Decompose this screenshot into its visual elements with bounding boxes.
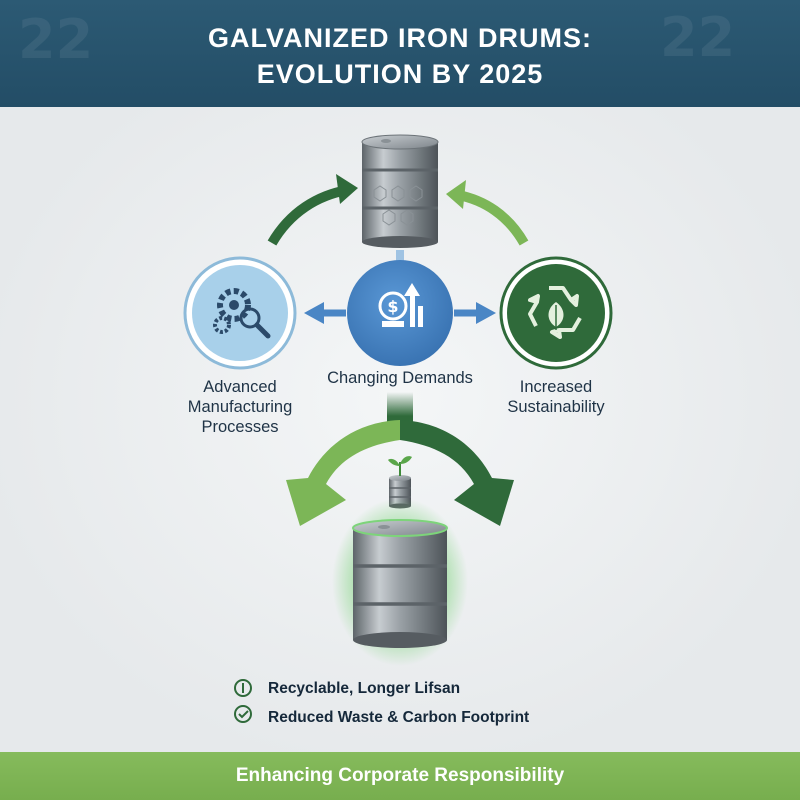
bullet-text: Recyclable, Longer Lifsan xyxy=(268,680,461,697)
title-line-2: EVOLUTION BY 2025 xyxy=(256,59,544,89)
arrow-left xyxy=(304,302,346,324)
dollar-growth-icon: $ xyxy=(347,260,453,366)
arrow-to-top-right xyxy=(446,180,529,246)
header-banner: 22 22 GALVANIZED IRON DRUMS: EVOLUTION B… xyxy=(0,0,800,107)
footer-text: Enhancing Corporate Responsibility xyxy=(235,765,565,786)
center-node-label: Changing Demands xyxy=(327,369,473,387)
connector-line xyxy=(396,250,404,266)
arrow-down-left xyxy=(286,420,400,526)
gear-magnifier-icon xyxy=(183,256,297,370)
background-decoration: 22 xyxy=(18,8,94,71)
title-line-1: GALVANIZED IRON DRUMS: xyxy=(208,23,592,53)
check-circle-icon xyxy=(234,705,252,723)
evolution-diagram: $ xyxy=(183,134,613,723)
circle-one-icon xyxy=(234,679,252,697)
list-item: Reduced Waste & Carbon Footprint xyxy=(234,705,529,731)
arrow-right xyxy=(454,302,496,324)
arrow-to-top-left xyxy=(267,174,358,246)
recycle-leaf-icon xyxy=(499,256,613,370)
svg-text:$: $ xyxy=(387,297,398,316)
page-title: GALVANIZED IRON DRUMS: EVOLUTION BY 2025 xyxy=(0,20,800,92)
glowing-drum-icon xyxy=(332,498,468,666)
benefit-list: Recyclable, Longer Lifsan Reduced Waste … xyxy=(234,676,529,734)
right-node-label: Increased Sustainability xyxy=(507,378,605,416)
footer-banner: Enhancing Corporate Responsibility xyxy=(0,752,800,800)
background-decoration: 22 xyxy=(660,6,736,69)
steel-drum-icon xyxy=(361,134,439,248)
bullet-text: Reduced Waste & Carbon Footprint xyxy=(268,709,530,726)
arrow-down-right xyxy=(400,420,514,526)
left-node-label: Advanced Manufacturing Processes xyxy=(187,378,293,436)
list-item: Recyclable, Longer Lifsan xyxy=(234,676,529,702)
